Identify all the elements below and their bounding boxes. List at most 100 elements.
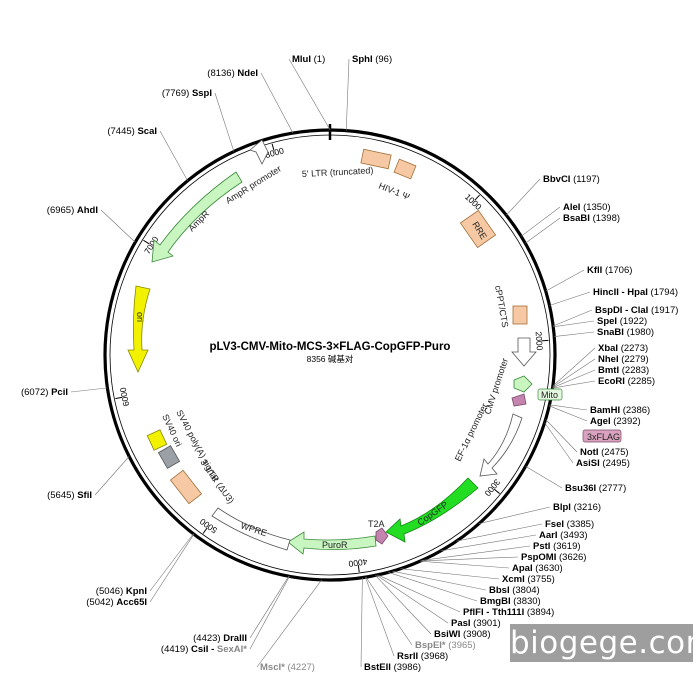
tick-7000 — [143, 239, 150, 245]
leader-noti — [545, 419, 578, 453]
site-draiii[interactable]: (4423) DraIII — [193, 633, 247, 644]
site-hincii-hpai[interactable]: HincII - HpaI (1794) — [593, 287, 678, 298]
leader-bsu36i — [525, 466, 563, 489]
site-bbsi[interactable]: BbsI (3804) — [489, 585, 540, 596]
site-kpni[interactable]: (5046) KpnI — [96, 586, 147, 597]
site-apai[interactable]: ApaI (3630) — [512, 563, 563, 574]
site-asisi[interactable]: AsiSI (2495) — [576, 458, 630, 469]
label-cppt-cts: cPPT/CTS — [493, 285, 510, 329]
site-pflfi-tth111i[interactable]: PflFI - Tth111I (3894) — [463, 607, 554, 618]
feature-sv40-polya[interactable] — [157, 445, 181, 469]
site-xbai[interactable]: XbaI (2273) — [598, 343, 648, 354]
feature-ampr[interactable] — [151, 171, 243, 263]
leader-fsei — [456, 523, 543, 542]
leader-scai — [159, 130, 188, 181]
site-blpi[interactable]: BlpI (3216) — [553, 502, 601, 513]
leader-bbsi — [392, 570, 487, 591]
feature-cmv-promoter[interactable] — [511, 337, 537, 367]
feature-puror[interactable] — [287, 531, 377, 555]
leader-kpni — [149, 533, 194, 592]
site-xcmi[interactable]: XcmI (3755) — [502, 574, 555, 585]
site-bsteii[interactable]: BstEII (3986) — [364, 662, 421, 673]
site-nhei[interactable]: NheI (2279) — [598, 354, 649, 365]
leader-ndei — [260, 72, 294, 134]
leader-hincii-hpai — [549, 291, 591, 306]
tick-8000 — [271, 143, 275, 151]
site-pcii[interactable]: (6072) PciI — [21, 387, 68, 398]
feature-ef1a-promoter[interactable] — [479, 413, 523, 477]
leader-asisi — [544, 422, 574, 464]
site-sfii[interactable]: (5645) SfiI — [47, 490, 92, 501]
site-snabi[interactable]: SnaBI (1980) — [597, 327, 654, 338]
feature-t2a[interactable] — [375, 527, 389, 545]
plasmid-size: 8356 碱基对 — [307, 354, 354, 364]
tick-label-2000: 2000 — [534, 331, 545, 351]
leader-rsrii — [365, 577, 395, 657]
leader-acc65i — [149, 534, 195, 603]
leader-bsteii — [360, 577, 363, 668]
feature-cppt-cts[interactable] — [512, 305, 528, 325]
site-csii-sexai-[interactable]: (4419) CsiI - SexAI* — [161, 644, 247, 655]
leader-bspei- — [365, 576, 413, 646]
feature-copgfp[interactable] — [385, 477, 479, 543]
leader-pflfi-tth111i — [377, 574, 461, 613]
feature-mito[interactable] — [513, 375, 533, 393]
site-rsrii[interactable]: RsrII (3968) — [397, 651, 448, 662]
site-bsabi[interactable]: BsaBI (1398) — [563, 213, 620, 224]
leader-sfii — [94, 456, 130, 496]
feature-3xflag[interactable] — [511, 393, 527, 407]
site-kfli[interactable]: KflI (1706) — [587, 265, 632, 276]
site-sphi[interactable]: SphI (96) — [352, 54, 392, 65]
site-bspdi-clai[interactable]: BspDI - ClaI (1917) — [595, 305, 678, 316]
site-mlui[interactable]: MluI (1) — [292, 54, 325, 65]
tick-4000 — [357, 565, 360, 573]
tick-label-4000: 4000 — [348, 557, 368, 569]
site-ahdi[interactable]: (6965) AhdI — [47, 205, 98, 216]
leader-agei — [549, 405, 588, 422]
leader-mlui — [288, 58, 331, 131]
feature-ampr-promoter[interactable] — [249, 139, 269, 165]
site-bbvci[interactable]: BbvCI (1197) — [543, 174, 600, 185]
site-acc65i[interactable]: (5042) Acc65I — [86, 597, 147, 608]
feature-wpre[interactable] — [211, 507, 291, 551]
leader-pasi — [376, 574, 449, 624]
site-sspi[interactable]: (7769) SspI — [162, 88, 212, 99]
site-psti[interactable]: PstI (3619) — [533, 541, 581, 552]
site-msci-[interactable]: MscI* (4227) — [260, 662, 315, 673]
feature-hiv1-psi[interactable] — [393, 158, 417, 180]
tick-5000 — [202, 527, 208, 534]
site-bsu36i[interactable]: Bsu36I (2777) — [565, 483, 626, 494]
site-fsei[interactable]: FseI (3385) — [545, 519, 594, 530]
leader-csii-sexai- — [249, 576, 290, 650]
site-labels: MluI (1) SphI (96) BbvCI (1197) AleI (1350)… — [21, 54, 678, 673]
site-ecori[interactable]: EcoRI (2285) — [598, 376, 655, 387]
site-noti[interactable]: NotI (2475) — [580, 447, 629, 458]
feature-ori[interactable] — [127, 285, 151, 373]
site-bsiwi[interactable]: BsiWI (3908) — [434, 629, 491, 640]
site-spei[interactable]: SpeI (1922) — [597, 316, 647, 327]
label-mito: Mito — [541, 390, 558, 400]
mito-box — [537, 388, 563, 401]
feature-5-ltr[interactable] — [360, 148, 392, 170]
site-leader-lines — [70, 58, 596, 668]
leader-snabi — [554, 331, 595, 337]
leader-bmti — [552, 369, 596, 388]
site-bamhi[interactable]: BamHI (2386) — [590, 405, 650, 416]
site-pspomi[interactable]: PspOMI (3626) — [521, 552, 586, 563]
feature-3-ltr[interactable] — [169, 469, 203, 505]
site-alei[interactable]: AleI (1350) — [563, 202, 611, 213]
leader-sphi — [345, 58, 350, 131]
site-agei[interactable]: AgeI (2392) — [590, 416, 641, 427]
site-aari[interactable]: AarI (3493) — [539, 530, 588, 541]
leader-spei — [553, 320, 595, 328]
site-bmgbi[interactable]: BmgBI (3830) — [480, 596, 541, 607]
site-bspei-[interactable]: BspEI* (3965) — [415, 640, 476, 651]
site-bmti[interactable]: BmtI (2283) — [598, 365, 649, 376]
site-ndei[interactable]: (8136) NdeI — [207, 68, 258, 79]
feature-rre[interactable] — [459, 209, 497, 249]
site-pasi[interactable]: PasI (3901) — [451, 618, 501, 629]
flag-box — [582, 429, 622, 443]
leader-ahdi — [100, 209, 136, 243]
feature-sv40-ori[interactable] — [146, 429, 168, 451]
site-scai[interactable]: (7445) ScaI — [107, 126, 157, 137]
